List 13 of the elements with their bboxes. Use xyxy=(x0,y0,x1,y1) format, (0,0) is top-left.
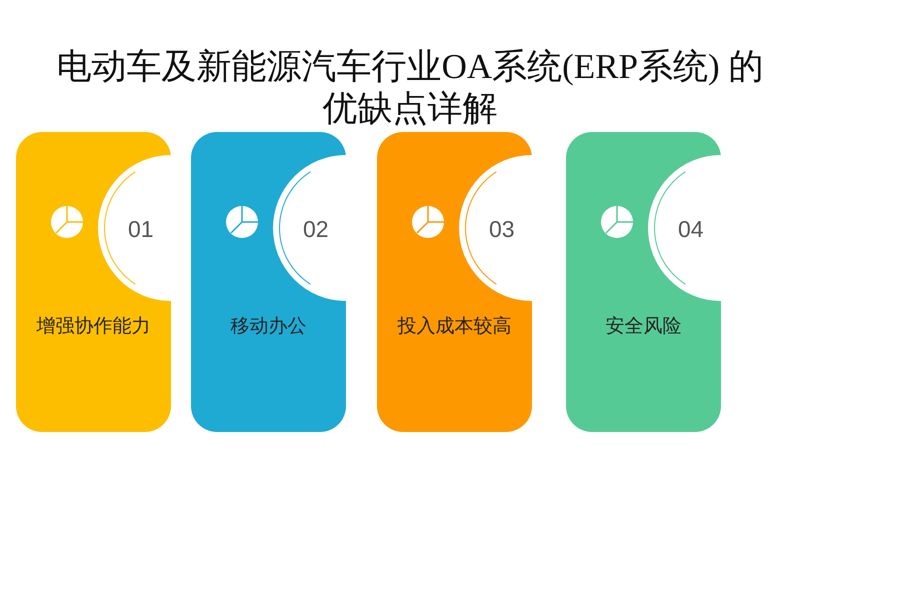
card xyxy=(191,132,346,432)
card-label: 移动办公 xyxy=(230,315,308,339)
card xyxy=(377,132,532,432)
card xyxy=(16,132,171,432)
title: 电动车及新能源汽车行业OA系统(ERP系统) 的优缺点详解 xyxy=(56,46,764,130)
card xyxy=(566,132,721,432)
card-label: 增强协作能力 xyxy=(36,315,152,339)
step-number: 03 xyxy=(489,215,515,244)
card-label: 安全风险 xyxy=(604,315,682,339)
step-number: 02 xyxy=(303,215,329,244)
card-label: 投入成本较高 xyxy=(396,315,512,339)
step-number: 04 xyxy=(678,215,704,244)
step-number: 01 xyxy=(128,215,154,244)
